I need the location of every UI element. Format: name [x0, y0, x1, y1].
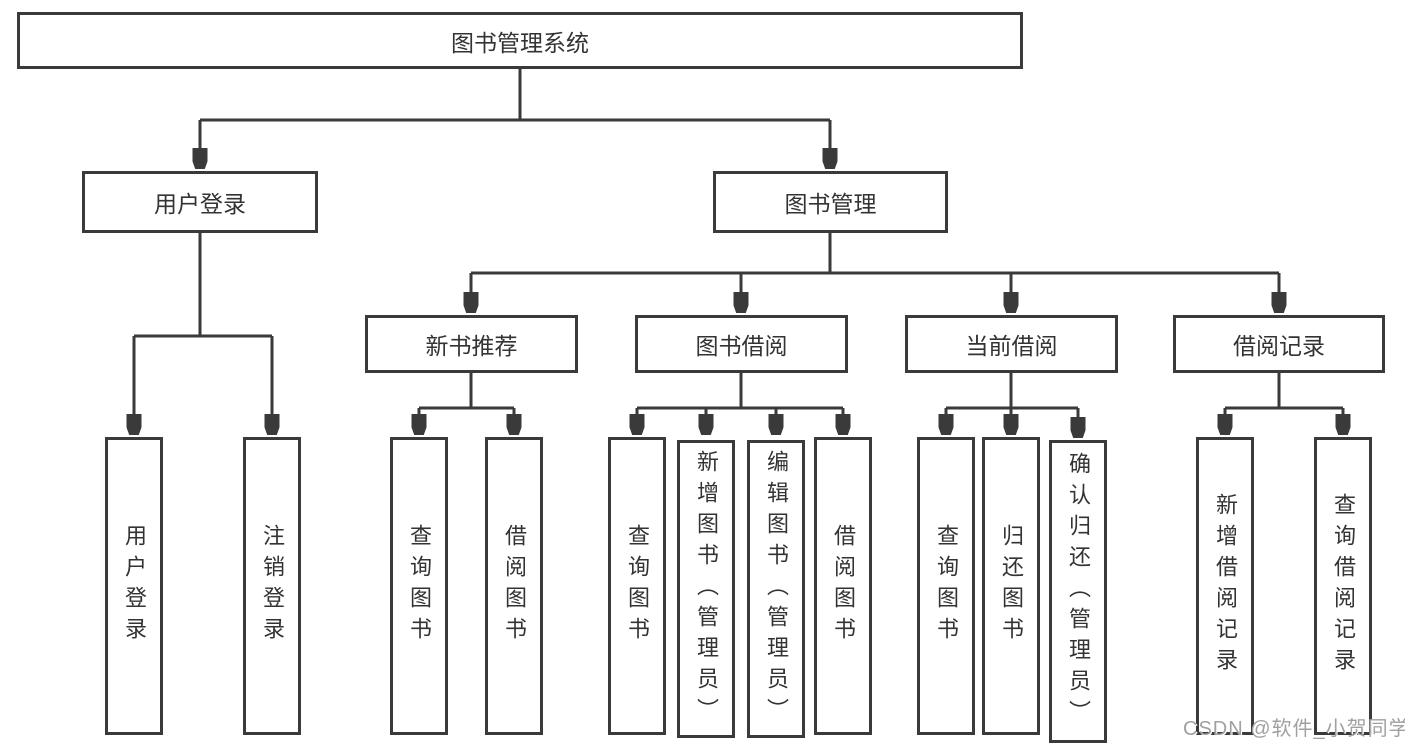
node-user-login: 用户登录 [82, 171, 318, 233]
node-root-system: 图书管理系统 [17, 12, 1023, 69]
node-label: 用户登录 [154, 191, 246, 217]
leaf-logout: 注销登录 [243, 437, 301, 735]
leaf-cb-query-books: 查询图书 [917, 437, 975, 735]
leaf-bb-query-books: 查询图书 [608, 437, 666, 735]
node-label: 图书管理系统 [451, 29, 589, 56]
connector-book-borrow-trunk [637, 373, 843, 410]
leaf-user-login: 用户登录 [105, 437, 163, 735]
node-label: 查询图书 [934, 524, 959, 648]
node-label: 图书借阅 [695, 333, 788, 359]
leaf-bb-add-books-admin: 新增图书（管理员） [677, 440, 735, 738]
node-new-book-recommend: 新书推荐 [365, 315, 578, 373]
leaf-nb-borrow-books: 借阅图书 [485, 437, 543, 735]
leaf-cb-confirm-return-admin: 确认归还（管理员） [1049, 440, 1107, 743]
connector-user-login-trunk [134, 233, 272, 338]
leaf-bb-edit-books-admin: 编辑图书（管理员） [747, 440, 805, 738]
node-current-borrow: 当前借阅 [905, 315, 1118, 373]
node-label: 新增图书（管理员） [694, 449, 719, 729]
node-label: 用户登录 [122, 524, 147, 648]
node-label: 确认归还（管理员） [1066, 452, 1091, 731]
node-label: 借阅图书 [831, 524, 856, 648]
node-label: 图书管理 [784, 191, 877, 217]
node-label: 注销登录 [260, 524, 285, 648]
connector-current-borrow-trunk [946, 373, 1078, 410]
node-label: 新增借阅记录 [1213, 493, 1238, 679]
connector-book-management-trunk [471, 233, 1279, 275]
leaf-nb-query-books: 查询图书 [390, 437, 448, 735]
node-label: 当前借阅 [965, 333, 1058, 359]
leaf-br-query-record: 查询借阅记录 [1314, 437, 1372, 735]
leaf-bb-borrow-books: 借阅图书 [814, 437, 872, 735]
node-label: 新书推荐 [425, 333, 518, 359]
node-label: 编辑图书（管理员） [764, 449, 789, 729]
node-book-borrow: 图书借阅 [635, 315, 848, 373]
node-label: 查询图书 [625, 524, 650, 648]
leaf-cb-return-books: 归还图书 [982, 437, 1040, 735]
node-book-management: 图书管理 [713, 171, 948, 233]
connector-root-trunk [200, 69, 830, 122]
node-label: 归还图书 [999, 524, 1024, 648]
csdn-watermark: CSDN @软件_小贺同学 [1183, 718, 1405, 740]
node-label: 借阅记录 [1233, 333, 1325, 359]
node-borrow-records: 借阅记录 [1173, 315, 1385, 373]
node-label: 查询图书 [407, 524, 432, 648]
node-label: 查询借阅记录 [1331, 493, 1356, 679]
connector-borrow-records-trunk [1225, 373, 1343, 410]
leaf-br-add-record: 新增借阅记录 [1196, 437, 1254, 735]
node-label: 借阅图书 [502, 524, 527, 648]
connector-new-books-trunk [419, 373, 514, 410]
